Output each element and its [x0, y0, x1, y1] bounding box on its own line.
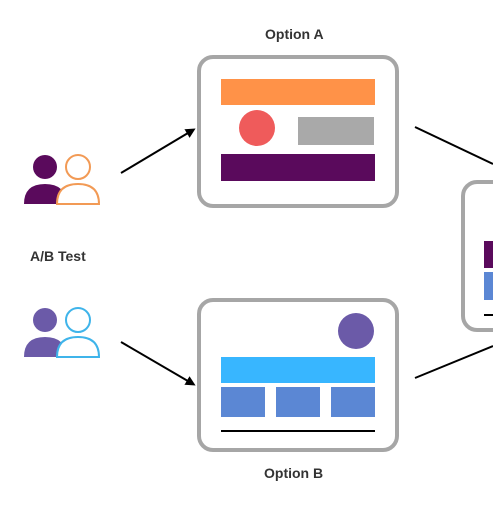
- option-a-frame: [197, 55, 399, 208]
- option-b-frame: [197, 298, 399, 452]
- option-a-footer-bar: [221, 154, 375, 181]
- arrow-to-option-a: [120, 128, 196, 174]
- option-b-block-2: [276, 387, 320, 417]
- option-b-block-3: [331, 387, 375, 417]
- result-frame: [461, 180, 493, 332]
- line-b-to-result: [414, 345, 493, 379]
- option-b-circle: [338, 313, 374, 349]
- option-b-label: Option B: [264, 465, 324, 481]
- ab-test-label: A/B Test: [30, 248, 86, 264]
- result-purple-bar: [484, 241, 493, 268]
- result-blue-bar: [484, 272, 493, 300]
- arrow-to-option-b: [120, 341, 196, 386]
- option-a-header-bar: [221, 79, 375, 105]
- option-a-gray-block: [298, 117, 374, 145]
- users-a-icon: [24, 154, 101, 205]
- line-a-to-result: [414, 126, 493, 165]
- users-b-icon: [24, 307, 101, 358]
- option-a-label: Option A: [265, 26, 324, 42]
- option-a-circle: [239, 110, 275, 146]
- option-b-block-1: [221, 387, 265, 417]
- option-b-header-bar: [221, 357, 375, 383]
